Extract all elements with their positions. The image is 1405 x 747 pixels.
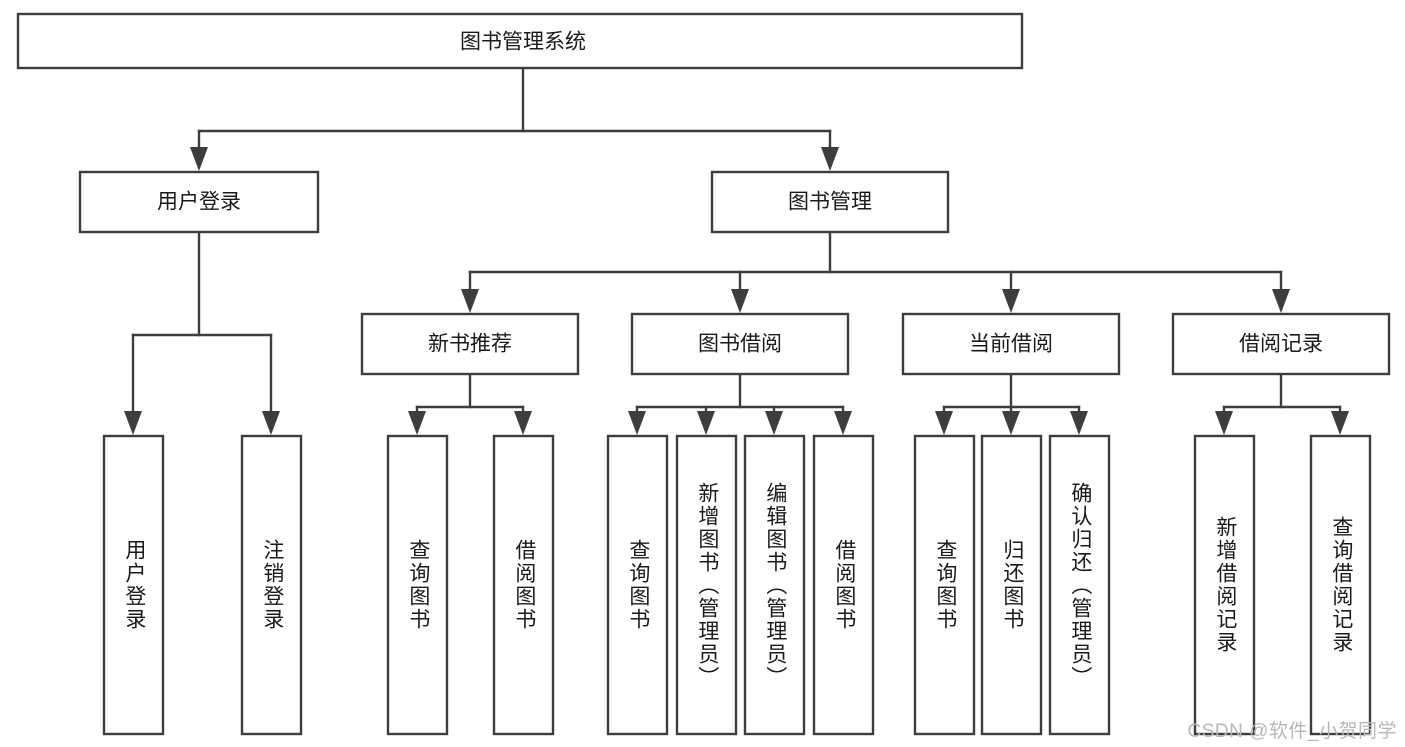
node-user-login-label: 用户登录: [157, 191, 241, 214]
leaf-box-currentborrow-3[interactable]: [1048, 434, 1111, 736]
arrow-leaf-newbook-2: [514, 411, 532, 435]
leaf-box-newbook-2[interactable]: [492, 434, 555, 736]
arrow-leaf-bookborrow-2: [697, 411, 715, 435]
leaf-box-currentborrow-2[interactable]: [980, 434, 1043, 736]
node-book-borrow[interactable]: 图书借阅: [630, 312, 850, 376]
connector-userlogin-to-leaves: [124, 230, 280, 435]
arrow-leaf-borrowrecord-2: [1331, 411, 1349, 435]
connector-bookborrow-to-leaves: [628, 372, 852, 435]
arrow-leaf-user-login-2: [262, 411, 280, 435]
csdn-watermark: CSDN @软件_小贺同学: [1187, 721, 1397, 742]
connector-root-to-level2: [190, 66, 839, 171]
node-current-borrow[interactable]: 当前借阅: [901, 312, 1121, 376]
leaf-box-bookborrow-4[interactable]: [812, 434, 875, 736]
node-new-book-recommend[interactable]: 新书推荐: [360, 312, 580, 376]
connector-newbook-to-leaves: [408, 372, 532, 435]
leaf-box-user-login-1[interactable]: [102, 434, 165, 736]
node-new-book-recommend-label: 新书推荐: [428, 333, 512, 356]
arrow-leaf-currentborrow-1: [935, 411, 953, 435]
node-user-login[interactable]: 用户登录: [78, 170, 320, 234]
leaf-box-bookborrow-1[interactable]: [606, 434, 669, 736]
node-book-borrow-label: 图书借阅: [698, 333, 782, 356]
connector-currentborrow-to-leaves: [935, 372, 1088, 435]
leaf-box-borrowrecord-1[interactable]: [1193, 434, 1256, 736]
arrow-leaf-bookborrow-4: [834, 411, 852, 435]
arrow-leaf-borrowrecord-1: [1215, 411, 1233, 435]
leaf-box-borrowrecord-2[interactable]: [1309, 434, 1372, 736]
node-borrow-record[interactable]: 借阅记录: [1171, 312, 1391, 376]
arrow-leaf-bookborrow-3: [765, 411, 783, 435]
leaf-box-bookborrow-3[interactable]: [743, 434, 806, 736]
leaf-box-currentborrow-1[interactable]: [913, 434, 976, 736]
arrow-to-borrow-record: [1272, 289, 1290, 313]
arrow-leaf-user-login-1: [124, 411, 142, 435]
arrow-leaf-newbook-1: [408, 411, 426, 435]
arrow-to-new-book: [461, 289, 479, 313]
arrow-to-book-borrow: [731, 289, 749, 313]
arrow-leaf-currentborrow-3: [1070, 411, 1088, 435]
arrow-leaf-bookborrow-1: [628, 411, 646, 435]
arrow-leaf-currentborrow-2: [1002, 411, 1020, 435]
leaf-box-newbook-1[interactable]: [386, 434, 449, 736]
node-root-system[interactable]: 图书管理系统: [16, 12, 1024, 70]
node-book-manage[interactable]: 图书管理: [710, 170, 950, 234]
node-borrow-record-label: 借阅记录: [1239, 333, 1323, 356]
connector-borrowrecord-to-leaves: [1215, 372, 1349, 435]
arrow-to-user-login: [190, 147, 208, 171]
leaf-box-bookborrow-2[interactable]: [675, 434, 738, 736]
node-current-borrow-label: 当前借阅: [969, 333, 1053, 356]
leaf-box-user-login-2[interactable]: [240, 434, 303, 736]
connector-bookmanage-to-level3: [461, 230, 1290, 313]
node-root-label: 图书管理系统: [460, 31, 586, 54]
arrow-to-current-borrow: [1002, 289, 1020, 313]
node-book-manage-label: 图书管理: [788, 191, 872, 214]
arrow-to-book-manage: [821, 147, 839, 171]
